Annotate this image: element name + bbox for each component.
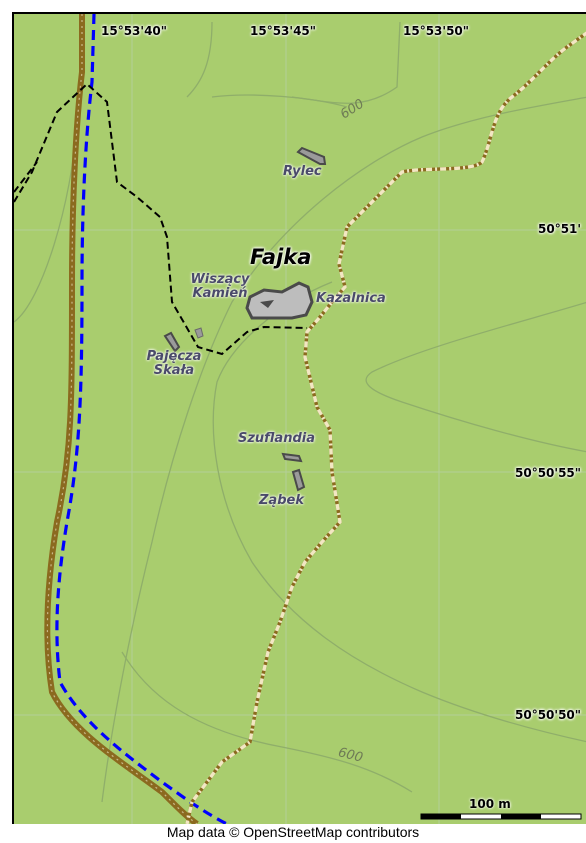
rock-features <box>163 146 327 492</box>
rock-label-rylec[interactable]: Rylec <box>283 164 322 179</box>
rock-label-zabek[interactable]: Ząbek <box>259 493 304 508</box>
contour-line-east <box>365 301 586 453</box>
map-attribution: Map data © OpenStreetMap contributors <box>166 824 420 840</box>
rock-label-szuflandia[interactable]: Szuflandia <box>238 431 315 446</box>
rock-rylec[interactable] <box>296 146 327 165</box>
latitude-label-2: 50°50'55" <box>515 466 582 480</box>
footpath-black-branch <box>14 161 38 193</box>
scale-bar <box>420 813 582 820</box>
road-west <box>44 14 199 824</box>
latitude-label-1: 50°51' <box>538 222 582 236</box>
rock-label-wiszacy-kamien[interactable]: Wiszący Kamień <box>190 272 250 301</box>
longitude-label-3: 15°53'50" <box>403 24 470 38</box>
rock-zabek[interactable] <box>291 468 306 492</box>
rock-fajka-inner <box>260 300 274 308</box>
contour-line-600-upper <box>211 94 348 108</box>
place-title-fajka[interactable]: Fajka <box>250 245 312 269</box>
rock-label-pajecza-skala[interactable]: Pajęcza Skała <box>146 349 202 378</box>
coordinate-grid <box>14 14 586 824</box>
contour-line-central <box>212 281 586 743</box>
road-west-casing <box>44 14 199 824</box>
trail-blue <box>55 14 228 824</box>
rock-label-kazalnica[interactable]: Kazalnica <box>316 291 386 306</box>
contour-line-west <box>14 121 78 323</box>
longitude-label-2: 15°53'45" <box>250 24 317 38</box>
longitude-label-1: 15°53'40" <box>101 24 168 38</box>
map-canvas[interactable] <box>14 14 586 824</box>
rock-fajka[interactable] <box>245 281 314 320</box>
track-east-highlight <box>185 31 586 824</box>
latitude-label-3: 50°50'50" <box>515 708 582 722</box>
rock-szuflandia[interactable] <box>281 452 303 463</box>
contour-lines <box>14 21 586 803</box>
scale-bar-segment-1 <box>421 814 461 819</box>
contour-line-main <box>101 96 586 803</box>
track-east-casing <box>185 31 586 824</box>
scale-bar-segment-3 <box>501 814 541 819</box>
rock-pajecza-skala[interactable] <box>163 331 181 353</box>
track-east <box>185 31 586 824</box>
rock-small-near-pajecza <box>194 327 204 339</box>
scale-bar-label: 100 m <box>469 797 511 811</box>
road-west-center <box>46 14 198 824</box>
footpath-black <box>14 82 308 356</box>
map-frame[interactable]: 15°53'40" 15°53'45" 15°53'50" 50°51' 50°… <box>12 12 586 824</box>
contour-line-south <box>121 651 413 793</box>
